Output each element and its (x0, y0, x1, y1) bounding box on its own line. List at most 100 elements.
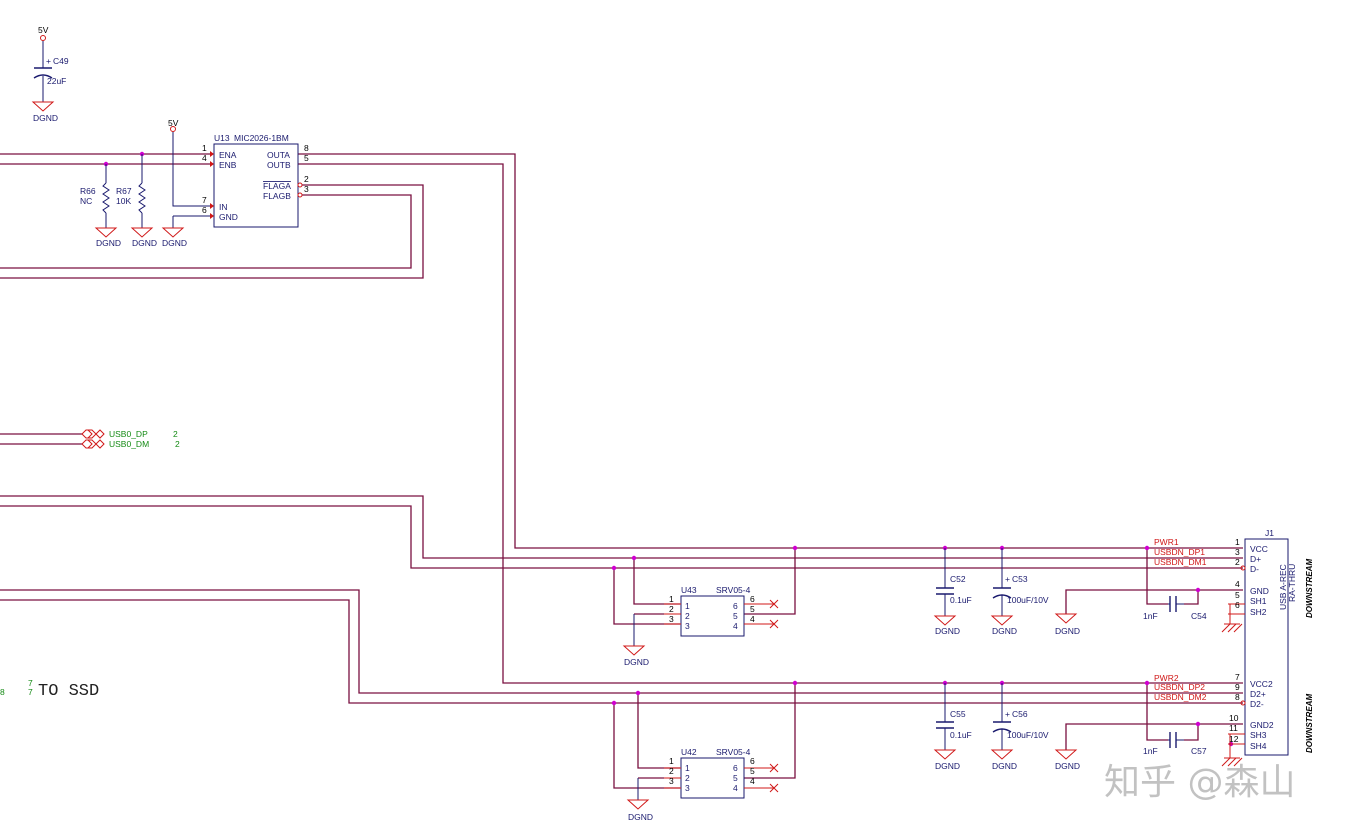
pin-label: 1 (685, 601, 690, 611)
j1-net-labels: PWR1 USBDN_DP1 USBDN_DM1 PWR2 USBDN_DP2 … (1154, 537, 1207, 702)
pin-label: 2 (685, 611, 690, 621)
pin-name: VCC (1250, 544, 1268, 554)
pin-number: 1 (669, 594, 674, 604)
ic-u13: 5V DGND U13 MIC2026-1BM 1 ENA 4 ENB 7 IN… (161, 118, 309, 248)
pin-name: SH3 (1250, 730, 1267, 740)
pin-number: 2 (1235, 557, 1240, 567)
pin-number: 4 (1235, 579, 1240, 589)
net-label: USBDN_DP2 (1154, 682, 1205, 692)
u43-body (680, 595, 745, 637)
j1-downstream-1: DOWNSTREAM (1305, 559, 1314, 618)
capacitor-c49: 5V + C49 22uF DGND (31, 25, 69, 123)
ground-label: DGND (162, 238, 187, 248)
pin-arrow (210, 161, 214, 167)
pin-bubble (297, 192, 303, 198)
pin-name: D2- (1250, 699, 1264, 709)
pin-bubble (1240, 700, 1246, 706)
junction (1195, 721, 1201, 727)
offpage-connector-icon (81, 439, 97, 449)
ground-symbol (31, 101, 55, 112)
pin-bubble (1240, 565, 1246, 571)
r66-ref: R66 (80, 186, 96, 196)
junction (635, 690, 641, 696)
pin-number: 5 (750, 766, 755, 776)
pin-name: OUTB (267, 160, 291, 170)
r67-ref: R67 (116, 186, 132, 196)
net-label: USBDN_DM2 (1154, 692, 1207, 702)
pin-number: 8 (1235, 692, 1240, 702)
ground-label: DGND (624, 657, 649, 667)
pin-name: FLAGA (263, 181, 291, 191)
ground-label: DGND (935, 761, 960, 771)
resistor-zigzag (138, 182, 146, 214)
pin-number: 5 (304, 153, 309, 163)
net-c57-a (1146, 683, 1168, 741)
net-usbdn-dp2 (0, 589, 1243, 694)
watermark: 知乎 @森山 (1104, 762, 1295, 803)
net-u42-p5 (744, 683, 796, 779)
ground-symbol (161, 227, 185, 238)
pin-label: 5 (733, 611, 738, 621)
junction (1144, 545, 1150, 551)
u13-part: MIC2026-1BM (234, 133, 289, 143)
ground-symbol (933, 615, 957, 626)
pin-name: GND (1250, 586, 1269, 596)
power-label: 5V (168, 118, 179, 128)
net-usbdn-dp1 (0, 495, 1243, 559)
pin-label: 2 (685, 773, 690, 783)
pin-number: 8 (304, 143, 309, 153)
pin-number: 1 (202, 143, 207, 153)
pin-label: 6 (733, 763, 738, 773)
net-label: USBDN_DM1 (1154, 557, 1207, 567)
pin-name: IN (219, 202, 228, 212)
power-label: 5V (38, 25, 49, 35)
pin-name: D2+ (1250, 689, 1266, 699)
ground-symbol (626, 799, 650, 810)
ground-symbol (933, 749, 957, 760)
offpage-page: 2 (173, 429, 178, 439)
ground-symbol (1054, 613, 1078, 624)
pin-number: 1 (669, 756, 674, 766)
to-ssd-num: 7 (28, 678, 33, 688)
u42-ref: U42 (681, 747, 697, 757)
pin-arrow (210, 203, 214, 209)
resistor-r66: DGND R66 NC (80, 164, 121, 248)
c49-ref: C49 (53, 56, 69, 66)
net-j1-gnd (1065, 589, 1198, 614)
c56-plus: + (1005, 709, 1010, 719)
pin-arrow (210, 213, 214, 219)
net-u43-p3 (613, 568, 680, 625)
pin-label: 4 (733, 783, 738, 793)
pin-number: 3 (669, 776, 674, 786)
pin-name: SH2 (1250, 607, 1267, 617)
pin-number: 3 (304, 184, 309, 194)
chassis-ground-icon (1221, 623, 1243, 633)
pin-number: 7 (1235, 672, 1240, 682)
c56-value: 100uF/10V (1007, 730, 1049, 740)
pin-number: 3 (669, 614, 674, 624)
to-ssd-num: 7 (28, 687, 33, 697)
offpage-connector-icon (95, 439, 105, 449)
net-flaga (0, 184, 424, 279)
capacitor-c57: 1nF C57 (1143, 732, 1207, 756)
junction (611, 700, 617, 706)
r66-value: NC (80, 196, 92, 206)
c55-value: 0.1uF (950, 730, 972, 740)
ground-symbol (622, 645, 646, 656)
ground-j1-bottom: DGND (1054, 749, 1080, 771)
junction (792, 545, 798, 551)
ground-symbol (94, 227, 118, 238)
pin-number: 6 (750, 756, 755, 766)
pin-number: 4 (750, 614, 755, 624)
ground-label: DGND (96, 238, 121, 248)
pin-name: GND2 (1250, 720, 1274, 730)
pin-number: 5 (750, 604, 755, 614)
net-pwr1 (298, 153, 1243, 549)
u42-part: SRV05-4 (716, 747, 751, 757)
c53-value: 100uF/10V (1007, 595, 1049, 605)
ground-label: DGND (628, 812, 653, 822)
pin-name: GND (219, 212, 238, 222)
r67-value: 10K (116, 196, 131, 206)
ground-label: DGND (1055, 626, 1080, 636)
